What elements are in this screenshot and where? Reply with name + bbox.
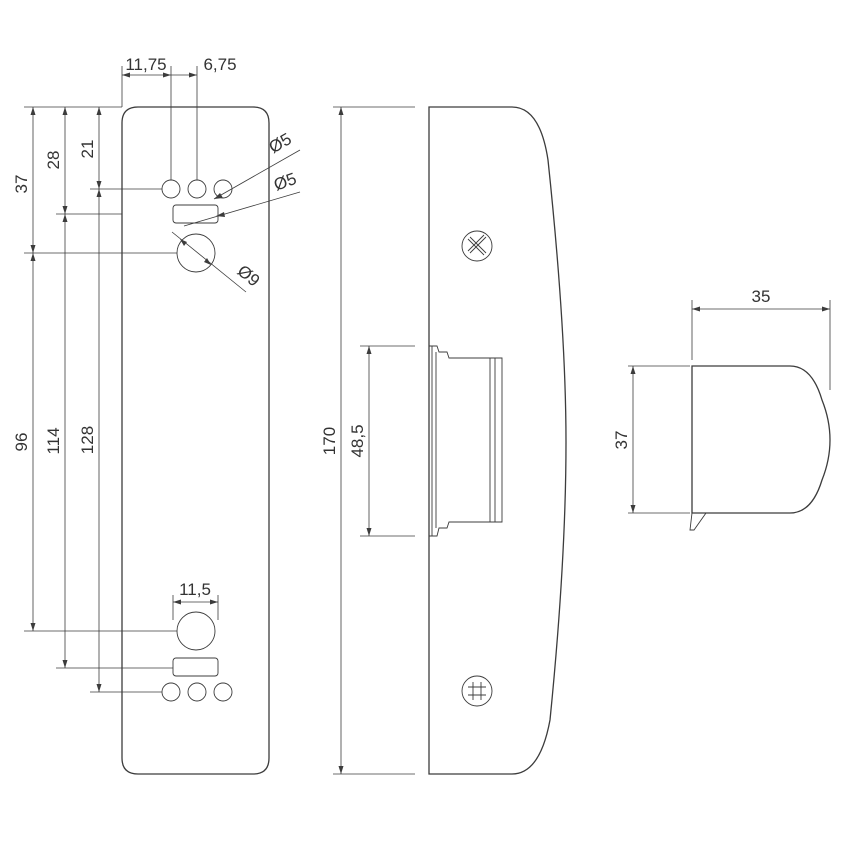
dim-35: 35	[692, 287, 830, 312]
cap-view	[689, 365, 831, 531]
strike-plate-outline	[121, 106, 270, 775]
bottom-small-hole-1	[161, 682, 181, 702]
dia-slot-leader: Ø5	[183, 169, 301, 227]
cap-outline	[691, 365, 831, 514]
bottom-large-hole	[176, 611, 216, 651]
dim-21: 21	[78, 107, 102, 189]
screw-phillips-top-icon	[461, 230, 493, 262]
top-slot	[172, 204, 219, 224]
bottom-small-hole-3	[213, 682, 233, 702]
strike-plate-front-view	[121, 106, 270, 775]
dim-label-96: 96	[12, 433, 31, 452]
dim-48-5: 48,5	[348, 346, 372, 536]
dim-37-cap: 37	[612, 366, 636, 513]
dim-11-75: 11,75	[122, 55, 171, 78]
dim-label-128: 128	[78, 426, 97, 454]
dim-label-11-5: 11,5	[179, 580, 211, 599]
extension-lines-left	[24, 66, 219, 693]
dim-label-28: 28	[44, 151, 63, 170]
dim-96: 96	[12, 253, 36, 631]
extension-lines-middle	[333, 106, 415, 775]
dim-28: 28	[44, 107, 68, 214]
top-small-hole-1	[161, 179, 181, 199]
bottom-small-hole-2	[187, 682, 207, 702]
dim-label-48-5: 48,5	[348, 424, 367, 457]
dim-label-170: 170	[320, 427, 339, 455]
screw-phillips-bottom-icon	[461, 675, 493, 707]
dim-37: 37	[12, 107, 36, 253]
extension-lines-right	[628, 300, 831, 514]
top-small-hole-2	[187, 179, 207, 199]
bottom-slot	[172, 657, 219, 677]
dim-label-6-75: 6,75	[203, 55, 236, 74]
dia-large-hole-leader: Ø9	[171, 231, 263, 293]
side-profile-outline	[428, 106, 567, 775]
cap-tab	[689, 512, 707, 531]
latch-housing	[428, 345, 503, 537]
top-large-hole	[176, 233, 216, 273]
dia-label-slot: Ø5	[271, 169, 299, 195]
dim-label-11-75: 11,75	[125, 55, 166, 74]
top-small-hole-3	[213, 179, 233, 199]
dim-label-114: 114	[44, 427, 63, 454]
dim-label-37: 37	[12, 175, 31, 194]
dim-6-75: 6,75	[171, 55, 237, 78]
dia-label-small-hole: Ø5	[266, 129, 295, 157]
dim-170: 170	[320, 107, 344, 774]
dim-11-5: 11,5	[173, 580, 218, 605]
dim-label-21: 21	[78, 140, 97, 159]
dim-label-37-cap: 37	[612, 431, 631, 450]
strike-side-view	[428, 106, 567, 775]
dim-128: 128	[78, 189, 102, 692]
dim-114: 114	[44, 214, 68, 668]
dim-label-35: 35	[752, 287, 771, 306]
